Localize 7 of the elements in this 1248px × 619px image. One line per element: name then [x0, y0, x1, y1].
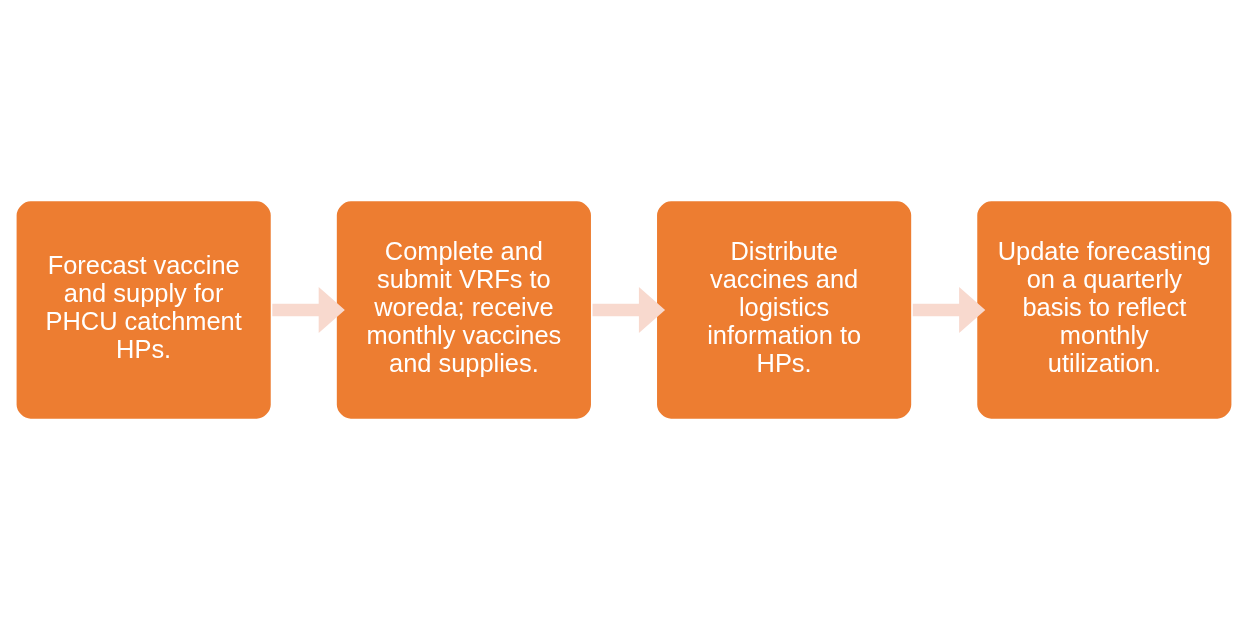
arrow	[592, 286, 666, 333]
arrow	[272, 286, 345, 333]
node-box: Complete and submit VRFs to woreda; receive monthly vaccines and supplies.	[334, 198, 594, 421]
arrow	[912, 286, 986, 333]
node-box: Distribute vaccines and logistics information to HPs.	[654, 198, 914, 421]
node-box: Forecast vaccine and supply for PHCU catchment HPs.	[14, 198, 274, 421]
node-box: Update forecasting on a quarterly basis to reflect monthly utilization.	[974, 198, 1234, 421]
